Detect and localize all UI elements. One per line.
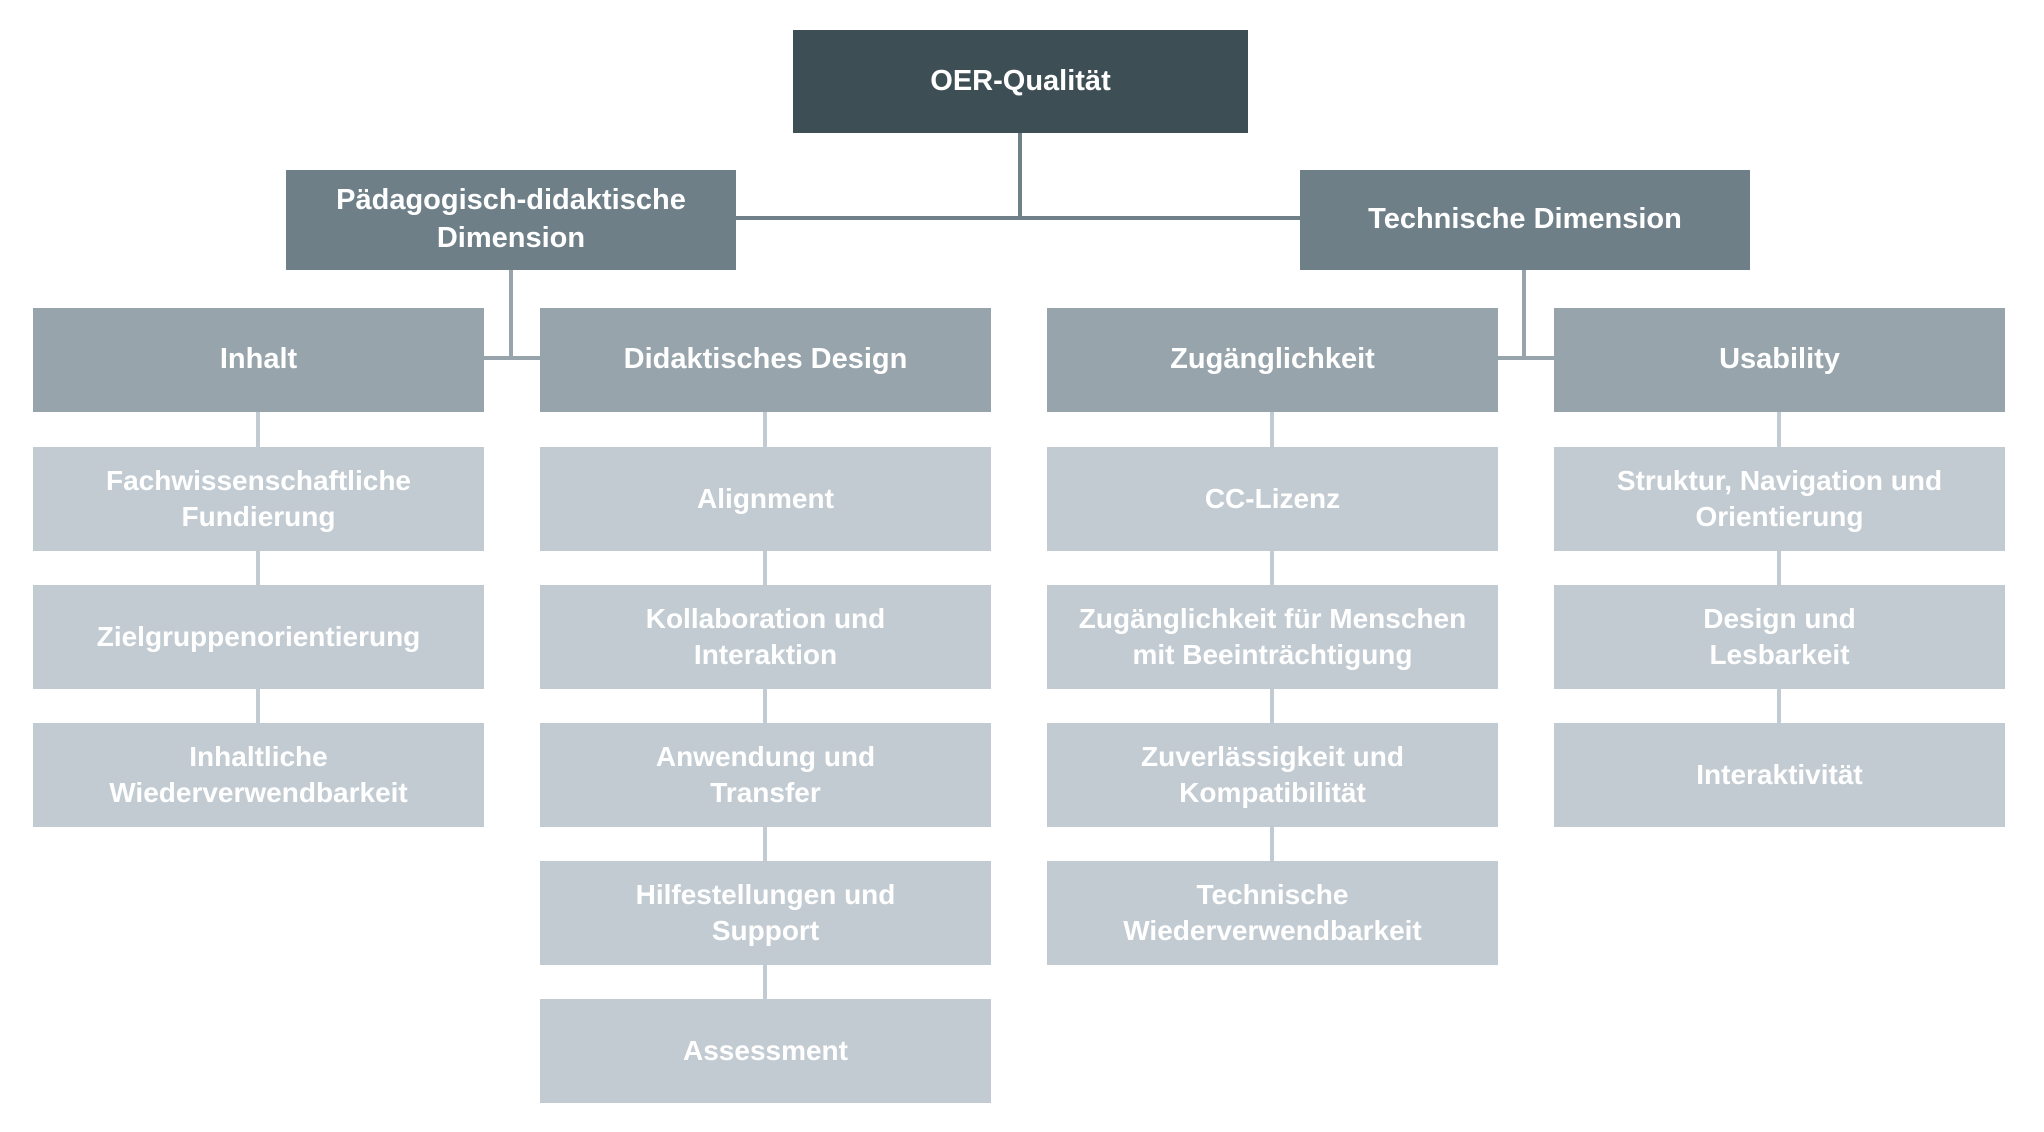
header-label: Zugänglichkeit: [1170, 343, 1375, 376]
connector-column-1-spine: [256, 412, 260, 723]
item-box-alignment: Alignment: [540, 447, 991, 551]
item-label: Zuverlässigkeit und Kompatibilität: [1141, 740, 1404, 808]
dimension-box-paedagogisch-didaktisch: Pädagogisch-didaktische Dimension: [286, 170, 736, 270]
item-box-interaktivitaet: Interaktivität: [1554, 723, 2005, 827]
item-label: Zielgruppenorientierung: [96, 620, 421, 652]
item-label: Zugänglichkeit für Menschen mit Beeinträ…: [1078, 602, 1467, 670]
header-box-didaktisches-design: Didaktisches Design: [540, 308, 991, 412]
connector-dim1-vertical: [509, 270, 513, 360]
root-box-oer-qualitaet: OER-Qualität: [793, 30, 1248, 133]
item-label: Alignment: [697, 482, 834, 514]
item-box-fachwissenschaftliche-fundierung: Fachwissenschaftliche Fundierung: [33, 447, 484, 551]
item-label: Technische Wiederverwendbarkeit: [1123, 878, 1422, 946]
item-box-cc-lizenz: CC-Lizenz: [1047, 447, 1498, 551]
item-box-technische-wiederverwendbarkeit: Technische Wiederverwendbarkeit: [1047, 861, 1498, 965]
item-label: Assessment: [683, 1034, 848, 1066]
header-box-usability: Usability: [1554, 308, 2005, 412]
item-label: Interaktivität: [1696, 758, 1863, 790]
connector-dim2-horizontal: [1498, 356, 1554, 360]
dimension-box-technisch: Technische Dimension: [1300, 170, 1750, 270]
header-box-zugaenglichkeit: Zugänglichkeit: [1047, 308, 1498, 412]
item-label: Design und Lesbarkeit: [1703, 602, 1856, 670]
item-box-assessment: Assessment: [540, 999, 991, 1103]
connector-root-horizontal: [736, 216, 1302, 220]
item-box-zielgruppenorientierung: Zielgruppenorientierung: [33, 585, 484, 689]
root-label: OER-Qualität: [930, 64, 1111, 97]
dimension-label: Technische Dimension: [1368, 203, 1682, 236]
item-label: Kollaboration und Interaktion: [645, 602, 886, 670]
item-label: Hilfestellungen und Support: [635, 878, 896, 946]
item-box-kollaboration-und-interaktion: Kollaboration und Interaktion: [540, 585, 991, 689]
connector-column-2-spine: [763, 412, 767, 999]
item-box-design-und-lesbarkeit: Design und Lesbarkeit: [1554, 585, 2005, 689]
connector-column-4-spine: [1777, 412, 1781, 723]
item-box-zugaenglichkeit-beeintraechtigung: Zugänglichkeit für Menschen mit Beeinträ…: [1047, 585, 1498, 689]
item-box-anwendung-und-transfer: Anwendung und Transfer: [540, 723, 991, 827]
item-box-hilfestellungen-und-support: Hilfestellungen und Support: [540, 861, 991, 965]
connector-root-vertical: [1018, 133, 1022, 220]
header-label: Usability: [1719, 343, 1840, 376]
connector-dim2-vertical: [1522, 270, 1526, 360]
header-label: Inhalt: [219, 343, 298, 376]
item-box-struktur-navigation-orientierung: Struktur, Navigation und Orientierung: [1554, 447, 2005, 551]
header-box-inhalt: Inhalt: [33, 308, 484, 412]
dimension-label: Pädagogisch-didaktische Dimension: [336, 184, 686, 254]
item-label: Inhaltliche Wiederverwendbarkeit: [109, 740, 408, 808]
item-label: Fachwissenschaftliche Fundierung: [105, 464, 411, 532]
item-label: Anwendung und Transfer: [655, 740, 876, 808]
item-box-inhaltliche-wiederverwendbarkeit: Inhaltliche Wiederverwendbarkeit: [33, 723, 484, 827]
header-label: Didaktisches Design: [623, 343, 908, 376]
item-box-zuverlaessigkeit-und-kompatibilitaet: Zuverlässigkeit und Kompatibilität: [1047, 723, 1498, 827]
item-label: Struktur, Navigation und Orientierung: [1616, 464, 1943, 532]
connector-dim1-horizontal: [484, 356, 540, 360]
item-label: CC-Lizenz: [1204, 482, 1341, 514]
